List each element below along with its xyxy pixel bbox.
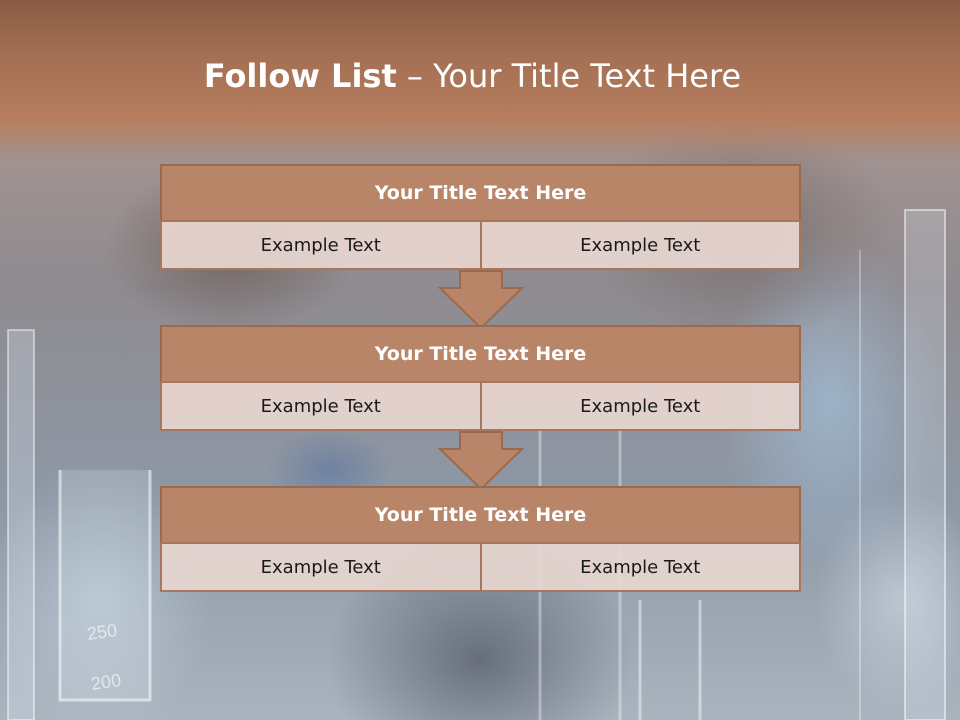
slide-title-rest: – Your Title Text Here: [406, 57, 742, 95]
slide-title-bold: Follow List: [203, 57, 397, 95]
step-2-right-cell: Example Text: [479, 381, 801, 431]
step-1-right-cell: Example Text: [479, 220, 801, 270]
step-title-1: Your Title Text Here: [160, 164, 801, 222]
step-block-3: Your Title Text Here Example Text Exampl…: [160, 486, 801, 592]
step-2-left-cell: Example Text: [160, 381, 482, 431]
step-3-right-cell: Example Text: [479, 542, 801, 592]
step-3-left-cell: Example Text: [160, 542, 482, 592]
down-arrow-icon: [438, 270, 524, 330]
step-row-2: Example Text Example Text: [160, 381, 801, 431]
svg-text:250: 250: [86, 620, 119, 644]
step-block-2: Your Title Text Here Example Text Exampl…: [160, 325, 801, 431]
step-block-1: Your Title Text Here Example Text Exampl…: [160, 164, 801, 270]
step-title-2: Your Title Text Here: [160, 325, 801, 383]
svg-text:200: 200: [90, 670, 123, 694]
title-band: [0, 0, 960, 160]
step-1-left-cell: Example Text: [160, 220, 482, 270]
step-row-3: Example Text Example Text: [160, 542, 801, 592]
step-row-1: Example Text Example Text: [160, 220, 801, 270]
step-title-3: Your Title Text Here: [160, 486, 801, 544]
down-arrow-icon: [438, 431, 524, 491]
slide-title: Follow List – Your Title Text Here: [0, 54, 945, 98]
